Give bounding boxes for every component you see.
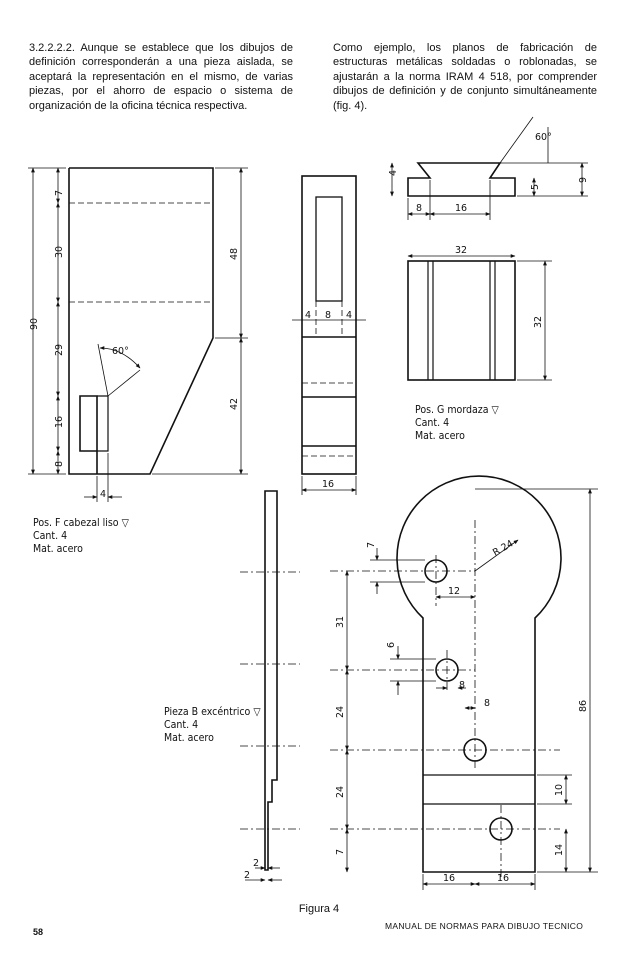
dim-label: R 24	[491, 538, 515, 558]
part-b-dim-labels: 7 R 24 12 31 6 8 8 24 86 24 10 14 7 16 1…	[335, 538, 589, 884]
part-f-name: Pos. F cabezal liso ▽	[33, 517, 129, 529]
dim-label: 8	[325, 310, 331, 321]
dim-label: 8	[459, 680, 465, 691]
right-paragraph: Como ejemplo, los planos de fabricación …	[333, 42, 597, 112]
dim-label: 31	[335, 616, 346, 628]
dim-label: 16	[455, 203, 467, 214]
dim-label: 7	[335, 849, 346, 855]
part-g-name: Pos. G mordaza ▽	[415, 404, 499, 416]
dim-label: 16	[54, 416, 65, 428]
part-b-side-view	[264, 490, 278, 871]
dim-label: 16	[443, 873, 455, 884]
dim-label: 90	[29, 318, 40, 330]
dim-label: 6	[386, 642, 397, 648]
left-paragraph: 3.2.2.2.2. Aunque se establece que los d…	[29, 42, 293, 112]
dim-label: 9	[578, 177, 589, 183]
dim-label: 14	[554, 844, 565, 856]
part-g-label: Pos. G mordaza ▽ Cant. 4 Mat. acero	[415, 404, 499, 443]
page-number: 58	[33, 927, 44, 937]
dim-label: 48	[229, 248, 240, 260]
part-f-qty: Cant. 4	[33, 530, 68, 542]
dim-label: 42	[229, 398, 240, 410]
dim-label: 7	[54, 190, 65, 196]
dim-label: 16	[322, 479, 334, 490]
part-f-side-dim-labels: 4 8 4 16	[305, 310, 352, 490]
part-b-label: Pieza B excéntrico ▽ Cant. 4 Mat. acero	[164, 706, 261, 745]
part-b-front-view	[396, 475, 562, 873]
part-g-qty: Cant. 4	[415, 417, 450, 429]
dim-label: 60°	[535, 132, 552, 143]
part-f-front-view	[68, 167, 214, 475]
dim-label: 7	[366, 542, 377, 548]
part-g-dim-labels: 60° 4 5 9 8 16 32 32	[388, 132, 589, 328]
dim-label: 8	[484, 698, 490, 709]
part-b-side-dim-labels: 2 2	[244, 858, 259, 881]
figure-caption: Figura 4	[298, 903, 340, 915]
dim-label: 12	[448, 586, 460, 597]
dim-label: 4	[388, 170, 399, 176]
part-b-name: Pieza B excéntrico ▽	[164, 706, 261, 718]
dim-label: 8	[54, 461, 65, 467]
dim-label: 4	[100, 489, 106, 500]
page-footer: MANUAL DE NORMAS PARA DIBUJO TECNICO	[385, 921, 584, 931]
dim-label: 4	[305, 310, 311, 321]
dim-label: 16	[497, 873, 509, 884]
part-f-dim-labels: 7 30 90 29 16 8 48 42 60° 4	[29, 190, 240, 500]
dim-label: 4	[346, 310, 352, 321]
dim-label: 10	[554, 784, 565, 796]
part-g-views	[407, 162, 516, 381]
part-f-mat: Mat. acero	[33, 543, 83, 555]
dim-label: 60°	[112, 346, 129, 357]
dim-label: 30	[54, 246, 65, 258]
dim-label: 8	[416, 203, 422, 214]
dim-label: 24	[335, 706, 346, 718]
dim-label: 5	[530, 184, 541, 190]
part-g-mat: Mat. acero	[415, 430, 465, 442]
part-f-side-view	[301, 175, 357, 475]
dim-label: 2	[253, 858, 259, 869]
part-b-mat: Mat. acero	[164, 732, 214, 744]
dim-label: 2	[244, 870, 250, 881]
part-f-label: Pos. F cabezal liso ▽ Cant. 4 Mat. acero	[33, 517, 129, 556]
dim-label: 32	[533, 316, 544, 328]
part-b-qty: Cant. 4	[164, 719, 199, 731]
dim-label: 24	[335, 786, 346, 798]
dim-label: 86	[578, 700, 589, 712]
dim-label: 32	[455, 245, 467, 256]
dim-label: 29	[54, 344, 65, 356]
